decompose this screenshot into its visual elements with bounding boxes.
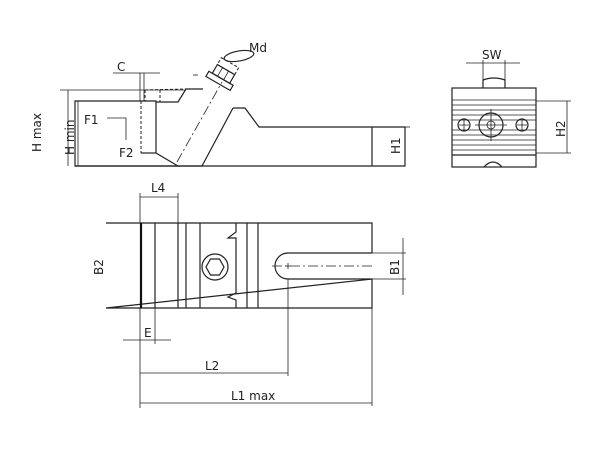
c-label: C: [117, 60, 125, 74]
b1-label: B1: [388, 259, 402, 275]
front-body: [451, 87, 537, 168]
center-crosshair: [475, 109, 507, 141]
bottom-nut: [483, 161, 503, 168]
b2-label: B2: [92, 259, 106, 275]
front-view: SW H2: [451, 48, 571, 168]
e-dimension-line: [123, 308, 171, 408]
clamp-screw-head: [205, 56, 240, 92]
l4-label: L4: [151, 181, 165, 195]
b1-dimension-line: [372, 238, 406, 295]
hex-screw-icon: [201, 253, 229, 281]
clamping-position-dashed: [144, 88, 187, 102]
l4-dimension-line: [139, 193, 179, 223]
right-screw-icon: [515, 118, 529, 132]
f1-label: F1: [84, 113, 99, 127]
md-label: Md: [249, 41, 267, 55]
l1-max-label: L1 max: [231, 389, 275, 403]
sw-label: SW: [482, 48, 502, 62]
h-max-label: H max: [30, 113, 44, 152]
slot-center-mark: [285, 263, 291, 269]
h-min-label: H min: [63, 120, 77, 155]
l2-label: L2: [205, 359, 219, 373]
left-screw-icon: [457, 118, 471, 132]
f2-label: F2: [119, 146, 134, 160]
top-body: [105, 222, 373, 309]
h2-label: H2: [554, 120, 568, 137]
sawtooth-edge: [226, 223, 237, 308]
c-dimension-line: [113, 72, 160, 101]
hex-head: [205, 258, 225, 276]
e-label: E: [144, 326, 152, 340]
h1-label: H1: [389, 137, 403, 154]
h2-dimension-line: [536, 100, 571, 154]
section-lines: [154, 223, 259, 308]
grooves: [452, 99, 536, 156]
body-profile: [75, 88, 406, 167]
torque-rotation-icon: [223, 49, 255, 63]
screw-axis: [176, 81, 223, 163]
top-view: L4 B2 E L2 L1 max B1: [92, 181, 406, 408]
force-arrow: [107, 117, 127, 140]
l2-dimension-line: [140, 279, 289, 376]
sw-dimension-line: [466, 60, 520, 84]
screw-head-top: [482, 77, 506, 88]
side-view: Md C F1 F2 H max H min H1: [30, 41, 410, 167]
l1-max-dimension-line: [140, 308, 373, 406]
